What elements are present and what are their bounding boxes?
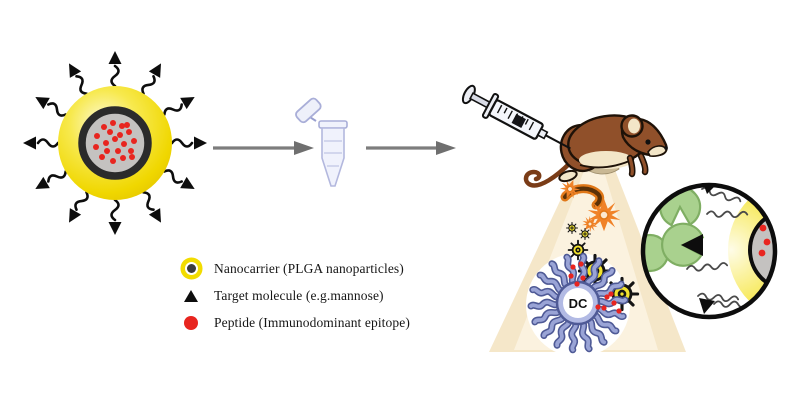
arrow-right-icon bbox=[213, 141, 314, 155]
syringe-needle bbox=[545, 134, 571, 150]
microcentrifuge-tube bbox=[295, 97, 348, 187]
target-molecule-icon bbox=[184, 289, 198, 302]
magnifier-outline bbox=[640, 182, 778, 320]
plga-core bbox=[78, 106, 152, 180]
cone-contents: DC bbox=[526, 176, 640, 357]
mouse-illustration bbox=[523, 114, 668, 188]
legend-label: Peptide (Immunodominant epitope) bbox=[214, 314, 410, 330]
magnified-view-circle bbox=[640, 182, 778, 320]
mouse-front-legs bbox=[628, 154, 647, 176]
peptide-dots-magnified bbox=[758, 224, 771, 257]
mouse-nose bbox=[664, 146, 668, 150]
mouse-tail bbox=[523, 160, 573, 188]
mannose-bound-triangle bbox=[681, 234, 703, 256]
legend-row-peptide: Peptide (Immunodominant epitope) bbox=[179, 312, 410, 333]
arrow-right-icon bbox=[366, 141, 456, 155]
nanoparticle-diagram bbox=[21, 49, 209, 237]
legend-label: Nanocarrier (PLGA nanoparticles) bbox=[214, 260, 404, 276]
peptide-dots bbox=[93, 120, 137, 164]
dendritic-cell: DC bbox=[531, 256, 625, 350]
syringe-icon bbox=[461, 84, 571, 150]
tube-body bbox=[321, 127, 345, 187]
legend-row-target-molecule: Target molecule (e.g.mannose) bbox=[179, 285, 410, 306]
mouse-hind-foot bbox=[558, 169, 578, 183]
legend-row-nanocarrier: Nanocarrier (PLGA nanoparticles) bbox=[179, 258, 410, 279]
legend: Nanocarrier (PLGA nanoparticles) Target … bbox=[179, 258, 410, 333]
langerhans-cell bbox=[557, 176, 621, 236]
dc-label: DC bbox=[569, 296, 588, 311]
nanocarrier-icon bbox=[186, 264, 196, 273]
mouse-eye bbox=[645, 139, 651, 145]
legend-label: Target molecule (e.g.mannose) bbox=[214, 287, 384, 303]
peptide-dots-released bbox=[568, 261, 622, 314]
tube-cap bbox=[295, 97, 322, 124]
peptide-icon bbox=[184, 315, 198, 330]
